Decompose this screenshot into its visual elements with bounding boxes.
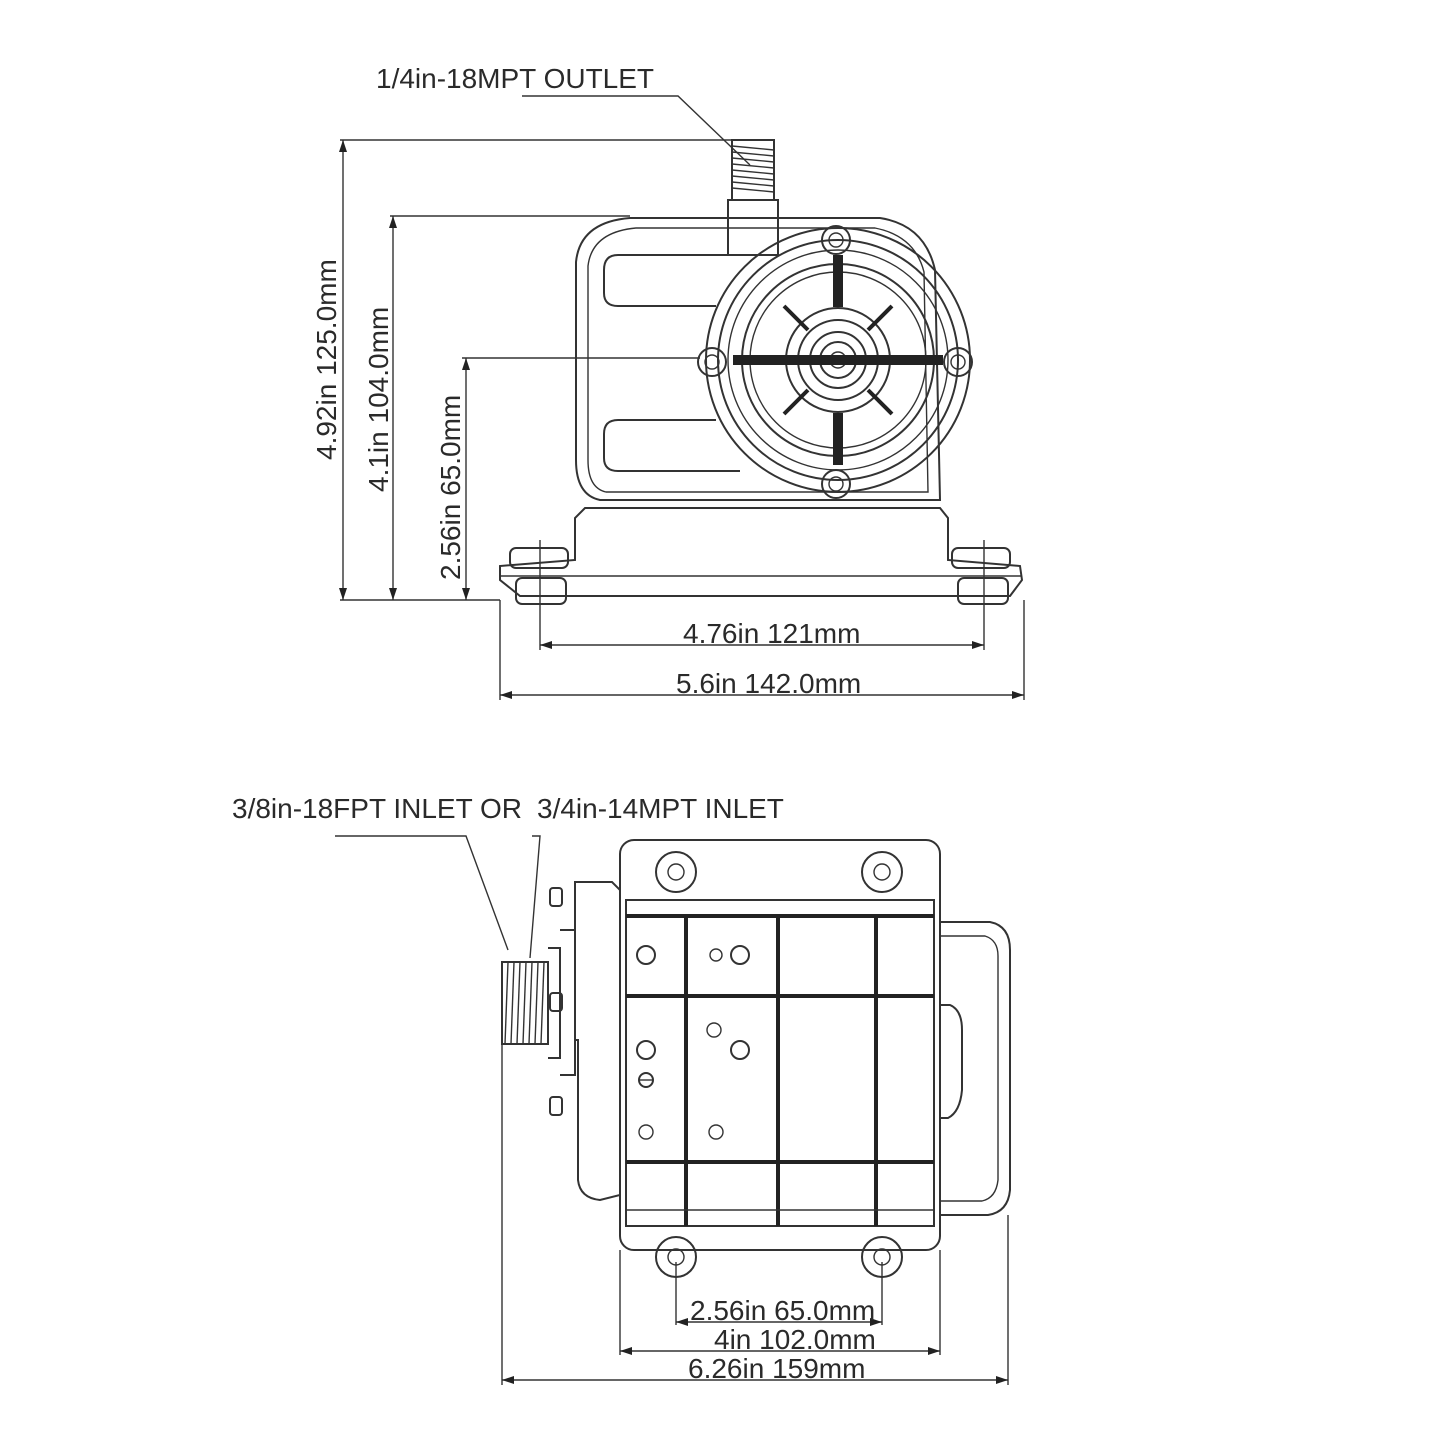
bottom-total-width-label: 6.26in 159mm (688, 1353, 865, 1384)
inlet-label-fpt: 3/8in-18FPT INLET OR (232, 793, 522, 824)
motor-end-cap (940, 921, 1011, 1216)
housing-inner-outline (587, 227, 929, 493)
hole-spacing-label: 4.76in 121mm (683, 618, 860, 649)
front-view: 1/4in-18MPT OUTLET (311, 63, 1025, 700)
cover-screw-bottom (821, 469, 851, 499)
dimension-hole-spacing: 4.76in 121mm (539, 540, 985, 650)
bottom-hole-spacing-label: 2.56in 65.0mm (690, 1295, 875, 1326)
inlet-leader-fpt (335, 835, 509, 951)
outlet-leader-line (522, 95, 751, 166)
right-foot-pad (951, 547, 1011, 605)
base-plate (619, 839, 941, 1251)
mount-hole-top-right (861, 851, 903, 893)
volute-cover (705, 227, 971, 493)
dimension-total-height: 4.92in 125.0mm (311, 139, 732, 601)
inlet-leader-mpt (529, 835, 541, 959)
bottom-view: 3/8in-18FPT INLET OR 3/4in-14MPT INLET (232, 793, 1011, 1385)
base-screws (636, 945, 750, 1140)
cover-screw-left (697, 347, 727, 377)
inlet-thread-lines (504, 961, 545, 1045)
mount-hole-top-left (655, 851, 697, 893)
dimension-center-height: 2.56in 65.0mm (435, 357, 700, 600)
dimension-bottom-total-width: 6.26in 159mm (501, 1044, 1009, 1385)
lower-slot (603, 419, 740, 472)
left-foot-pad (509, 547, 569, 605)
outlet-label: 1/4in-18MPT OUTLET (376, 63, 654, 94)
mounting-base (499, 507, 1024, 605)
volute-profile (574, 881, 621, 1202)
impeller-vanes (768, 304, 908, 416)
inlet-fitting (501, 929, 576, 1076)
dimension-base-width: 4in 102.0mm (619, 1250, 941, 1355)
rib-grid (625, 899, 935, 1227)
side-bolts (549, 887, 563, 1116)
dimension-bottom-hole-spacing: 2.56in 65.0mm (675, 1262, 883, 1326)
inlet-label-mpt: 3/4in-14MPT INLET (537, 793, 784, 824)
height-outlet-label: 4.1in 104.0mm (363, 307, 394, 492)
height-total-label: 4.92in 125.0mm (311, 259, 342, 460)
cover-screw-top (821, 225, 851, 255)
upper-slot (603, 254, 740, 307)
motor-housing (575, 217, 942, 501)
cover-screw-right (943, 347, 973, 377)
height-center-label: 2.56in 65.0mm (435, 395, 466, 580)
base-width-label: 4in 102.0mm (714, 1324, 876, 1355)
total-width-label: 5.6in 142.0mm (676, 668, 861, 699)
dimension-total-width: 5.6in 142.0mm (499, 600, 1025, 700)
outlet-thread-lines (731, 145, 775, 193)
dimension-outlet-height: 4.1in 104.0mm (363, 215, 630, 600)
outlet-nipple (727, 139, 779, 256)
